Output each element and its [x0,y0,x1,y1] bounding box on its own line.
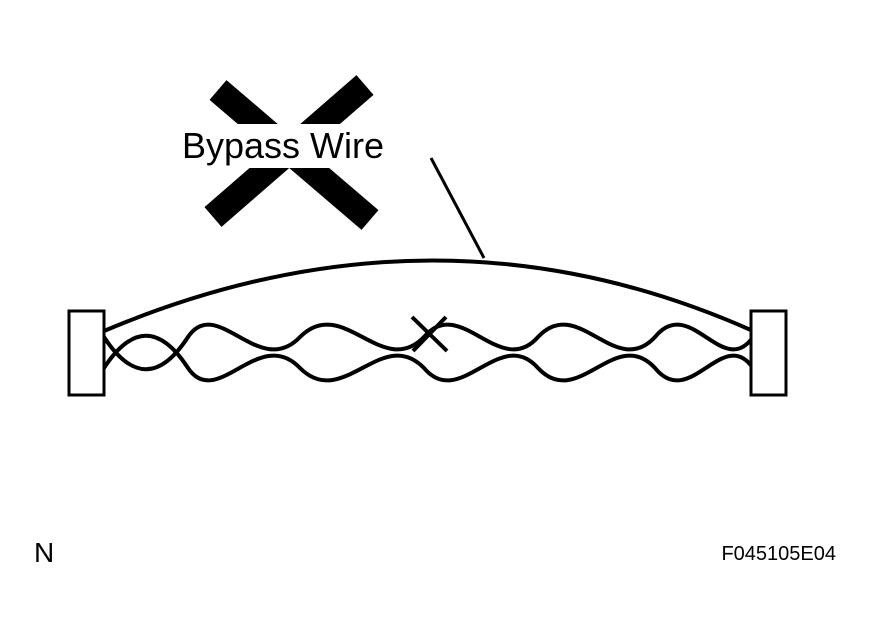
bypass-wire-label: Bypass Wire [182,125,384,166]
callout-leader-line [429,157,486,259]
callout-label-backing [176,124,416,168]
right-connector [749,309,788,397]
break-x-icon [410,315,449,353]
bypass-wire-arc [103,258,754,333]
twisted-pair-strand-b [102,333,755,383]
corner-left-label: N [34,537,54,568]
left-connector [67,309,106,397]
figure-code-label: F045105E04 [721,543,836,565]
